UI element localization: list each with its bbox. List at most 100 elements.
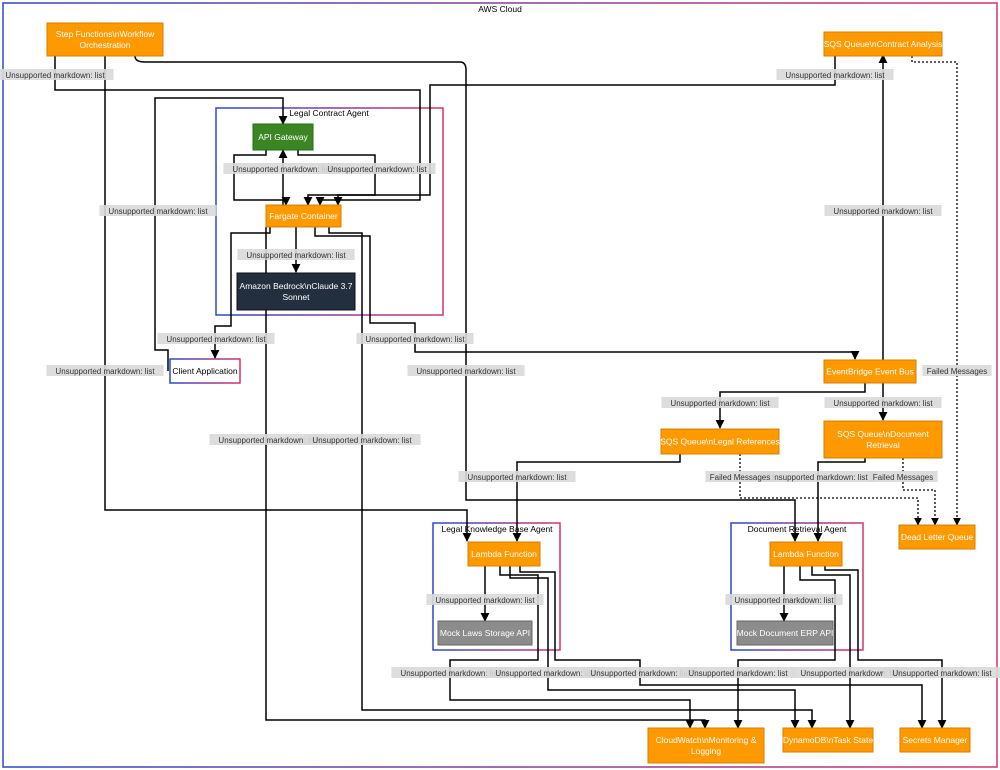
edge-label-text: Failed Messages [927, 367, 987, 376]
edge-label-bg [303, 434, 421, 445]
edge-label-text: Unsupported markdown: list [670, 399, 770, 408]
edge-label-bg [486, 667, 604, 678]
edge-client-apigw [154, 97, 288, 371]
edge-label-bg [661, 397, 779, 408]
edge-label-failed-messages: Failed Messages [868, 471, 938, 482]
edge-label-bg [99, 205, 217, 216]
edge-label-text: Unsupported markdown: list [467, 473, 567, 482]
node-box [265, 204, 342, 228]
edge-label-unsupported: Unsupported markdown: list [237, 249, 355, 260]
edge-label-unsupported: Unsupported markdown: list [458, 471, 576, 482]
edge-label-bg [356, 333, 474, 344]
node-label: Lambda Function [471, 549, 537, 559]
edge-label-text: Unsupported markdown: list [312, 436, 412, 445]
edge-label-unsupported: Unsupported markdown: list [791, 667, 909, 678]
edge-label-unsupported: Unsupported markdown: list [303, 434, 421, 445]
edge-label-text: Unsupported markdown: list [768, 473, 868, 482]
node-box [467, 541, 541, 567]
node-api-gateway[interactable]: API Gateway [252, 123, 314, 151]
edge-label-text: Unsupported markdown: list [327, 165, 427, 174]
edge-fargate-dynamodb [328, 227, 817, 729]
node-label: Client Application [172, 366, 237, 376]
node-box [46, 22, 164, 57]
doc-retrieval-agent-title: Document Retrieval Agent [748, 524, 847, 534]
edge-label-unsupported: Unsupported markdown: list [99, 205, 217, 216]
edge-label-unsupported: Unsupported markdown: list [407, 365, 525, 376]
node-box [660, 428, 780, 455]
node-dlq[interactable]: Dead Letter Queue [898, 524, 976, 550]
edge-label-unsupported: Unsupported markdown: list [486, 667, 604, 678]
node-mock-laws[interactable]: Mock Laws Storage API [437, 620, 533, 646]
node-dynamodb[interactable]: DynamoDB\nTask State [782, 727, 874, 753]
node-label: Amazon Bedrock\nClaude 3.7 [240, 281, 353, 291]
node-lambda-doc[interactable]: Lambda Function [769, 541, 843, 567]
node-box [823, 359, 917, 384]
node-label: Mock Laws Storage API [440, 628, 530, 638]
node-label: Secrets Manager [903, 735, 968, 745]
node-label: Retrieval [866, 440, 900, 450]
node-box [736, 620, 834, 646]
edge-label-unsupported: Unsupported markdown: list [426, 594, 544, 605]
node-mock-erp[interactable]: Mock Document ERP API [736, 620, 834, 646]
edge-label-text: Unsupported markdown: list [785, 71, 885, 80]
edge-label-text: Unsupported markdown: list [590, 669, 690, 678]
edge-label-bg [0, 69, 114, 80]
edge-fargate-eventbridge [314, 227, 860, 360]
node-label: DynamoDB\nTask State [783, 735, 874, 745]
edge-label-text: Unsupported markdown: list [5, 71, 105, 80]
node-eventbridge[interactable]: EventBridge Event Bus [823, 359, 917, 384]
node-sqs-contract[interactable]: SQS Queue\nContract Analysis [823, 31, 943, 57]
edge-label-text: Unsupported markdown: list [833, 207, 933, 216]
edge-label-unsupported: Unsupported markdown: list [776, 69, 894, 80]
edge-label-bg [391, 667, 509, 678]
node-box [782, 727, 874, 753]
edge-fargate-cloudwatch [265, 227, 710, 729]
edge-lambda-kb-cloudwatch [449, 566, 695, 729]
node-label: Fargate Container [269, 211, 338, 221]
node-label: SQS Queue\nDocument [837, 429, 929, 439]
edge-label-text: Unsupported markdown: list [833, 399, 933, 408]
node-cloudwatch[interactable]: CloudWatch\nMonitoring &Logging [647, 727, 765, 764]
edge-label-bg [679, 667, 797, 678]
node-lambda-kb[interactable]: Lambda Function [467, 541, 541, 567]
node-client-app[interactable]: Client Application [169, 358, 241, 384]
edge-label-failed-messages: Failed Messages [705, 471, 775, 482]
node-label: Dead Letter Queue [901, 532, 974, 542]
edge-label-text: Unsupported markdown: list [246, 251, 346, 260]
edge-lambda-doc-dynamodb [811, 566, 855, 729]
edge-label-bg [426, 594, 544, 605]
node-fargate[interactable]: Fargate Container [265, 204, 342, 228]
edge-sqs-docret-lambda-doc [813, 458, 866, 542]
edge-label-unsupported: Unsupported markdown: list [661, 397, 779, 408]
node-label: SQS Queue\nContract Analysis [824, 39, 943, 49]
edge-stepfn-lambda-kb [104, 56, 472, 542]
edge-label-bg [209, 434, 327, 445]
edge-label-unsupported: Unsupported markdown: list [824, 397, 942, 408]
edge-label-unsupported: Unsupported markdown: list [223, 163, 341, 174]
edge-apigw-fargate-right [297, 150, 376, 206]
edge-label-unsupported: Unsupported markdown: list [883, 667, 1000, 678]
edge-label-unsupported: Unsupported markdown: list [824, 205, 942, 216]
node-secrets[interactable]: Secrets Manager [899, 727, 971, 753]
edge-lambda-doc-cloudwatch [733, 566, 836, 729]
legal-contract-agent-title: Legal Contract Agent [289, 108, 369, 118]
edge-label-unsupported: Unsupported markdown: list [759, 471, 877, 482]
node-label: Sonnet [283, 292, 311, 302]
node-label: CloudWatch\nMonitoring & [656, 735, 757, 745]
edge-label-text: Unsupported markdown: list [892, 669, 992, 678]
node-sqs-legal[interactable]: SQS Queue\nLegal References [660, 428, 780, 455]
legal-kb-agent-cluster [432, 522, 561, 651]
node-box [252, 123, 314, 151]
edge-label-unsupported: Unsupported markdown: list [581, 667, 699, 678]
edge-label-unsupported: Unsupported markdown: list [356, 333, 474, 344]
node-label: API Gateway [258, 132, 308, 142]
edge-sqs-contract-fargate [333, 56, 836, 206]
node-label: EventBridge Event Bus [826, 367, 913, 377]
node-label: SQS Queue\nLegal References [660, 437, 780, 447]
edge-lambda-kb-dynamodb [509, 566, 800, 729]
